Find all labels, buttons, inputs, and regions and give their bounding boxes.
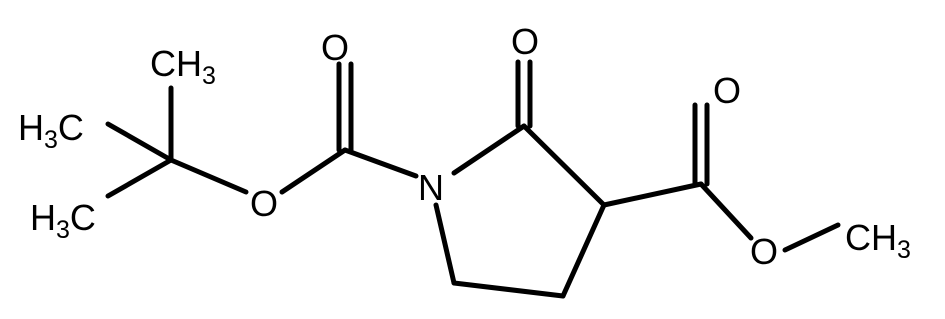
bond-tbu-center-to-ester-oxygen	[168, 157, 249, 195]
bond-nitrogen-to-c2	[451, 123, 527, 176]
bond-ester-carbon-to-oxygen	[698, 181, 754, 241]
atom-lactam-oxygen: O	[511, 21, 539, 62]
bond-ester-oxygen-to-carbamate-carbon	[279, 147, 348, 195]
bond-c5-to-nitrogen	[433, 202, 457, 286]
bond-ester-oxygen-to-methyl	[782, 222, 841, 253]
atom-methyl-lower-left: H3C	[30, 197, 96, 244]
atom-labels: CH3 H3C H3C O O N O O O CH3	[18, 21, 911, 272]
bond-carbamate-carbon-to-nitrogen	[342, 147, 419, 179]
atom-carbonyl-oxygen-ester: O	[713, 70, 741, 111]
atom-ester-oxygen-boc: O	[250, 183, 278, 224]
bond-tbu-center-to-lower-left-methyl	[105, 157, 174, 199]
atom-methyl-top: CH3	[150, 43, 216, 90]
atom-methyl-upper-left: H3C	[18, 107, 84, 154]
bond-tbu-center-to-upper-left-methyl	[105, 121, 174, 163]
atom-ring-nitrogen: N	[418, 167, 444, 208]
bond-c3-to-ester-carbon	[601, 181, 704, 208]
atom-methyl-ester: CH3	[845, 217, 911, 264]
atom-ester-oxygen-methyl: O	[750, 231, 778, 272]
bond-c3-to-c4	[560, 202, 607, 299]
bond-c4-to-c5	[451, 280, 566, 299]
bond-c2-to-c3	[521, 123, 607, 208]
atom-carbonyl-oxygen-boc: O	[321, 27, 349, 68]
bond-lines	[105, 59, 841, 299]
